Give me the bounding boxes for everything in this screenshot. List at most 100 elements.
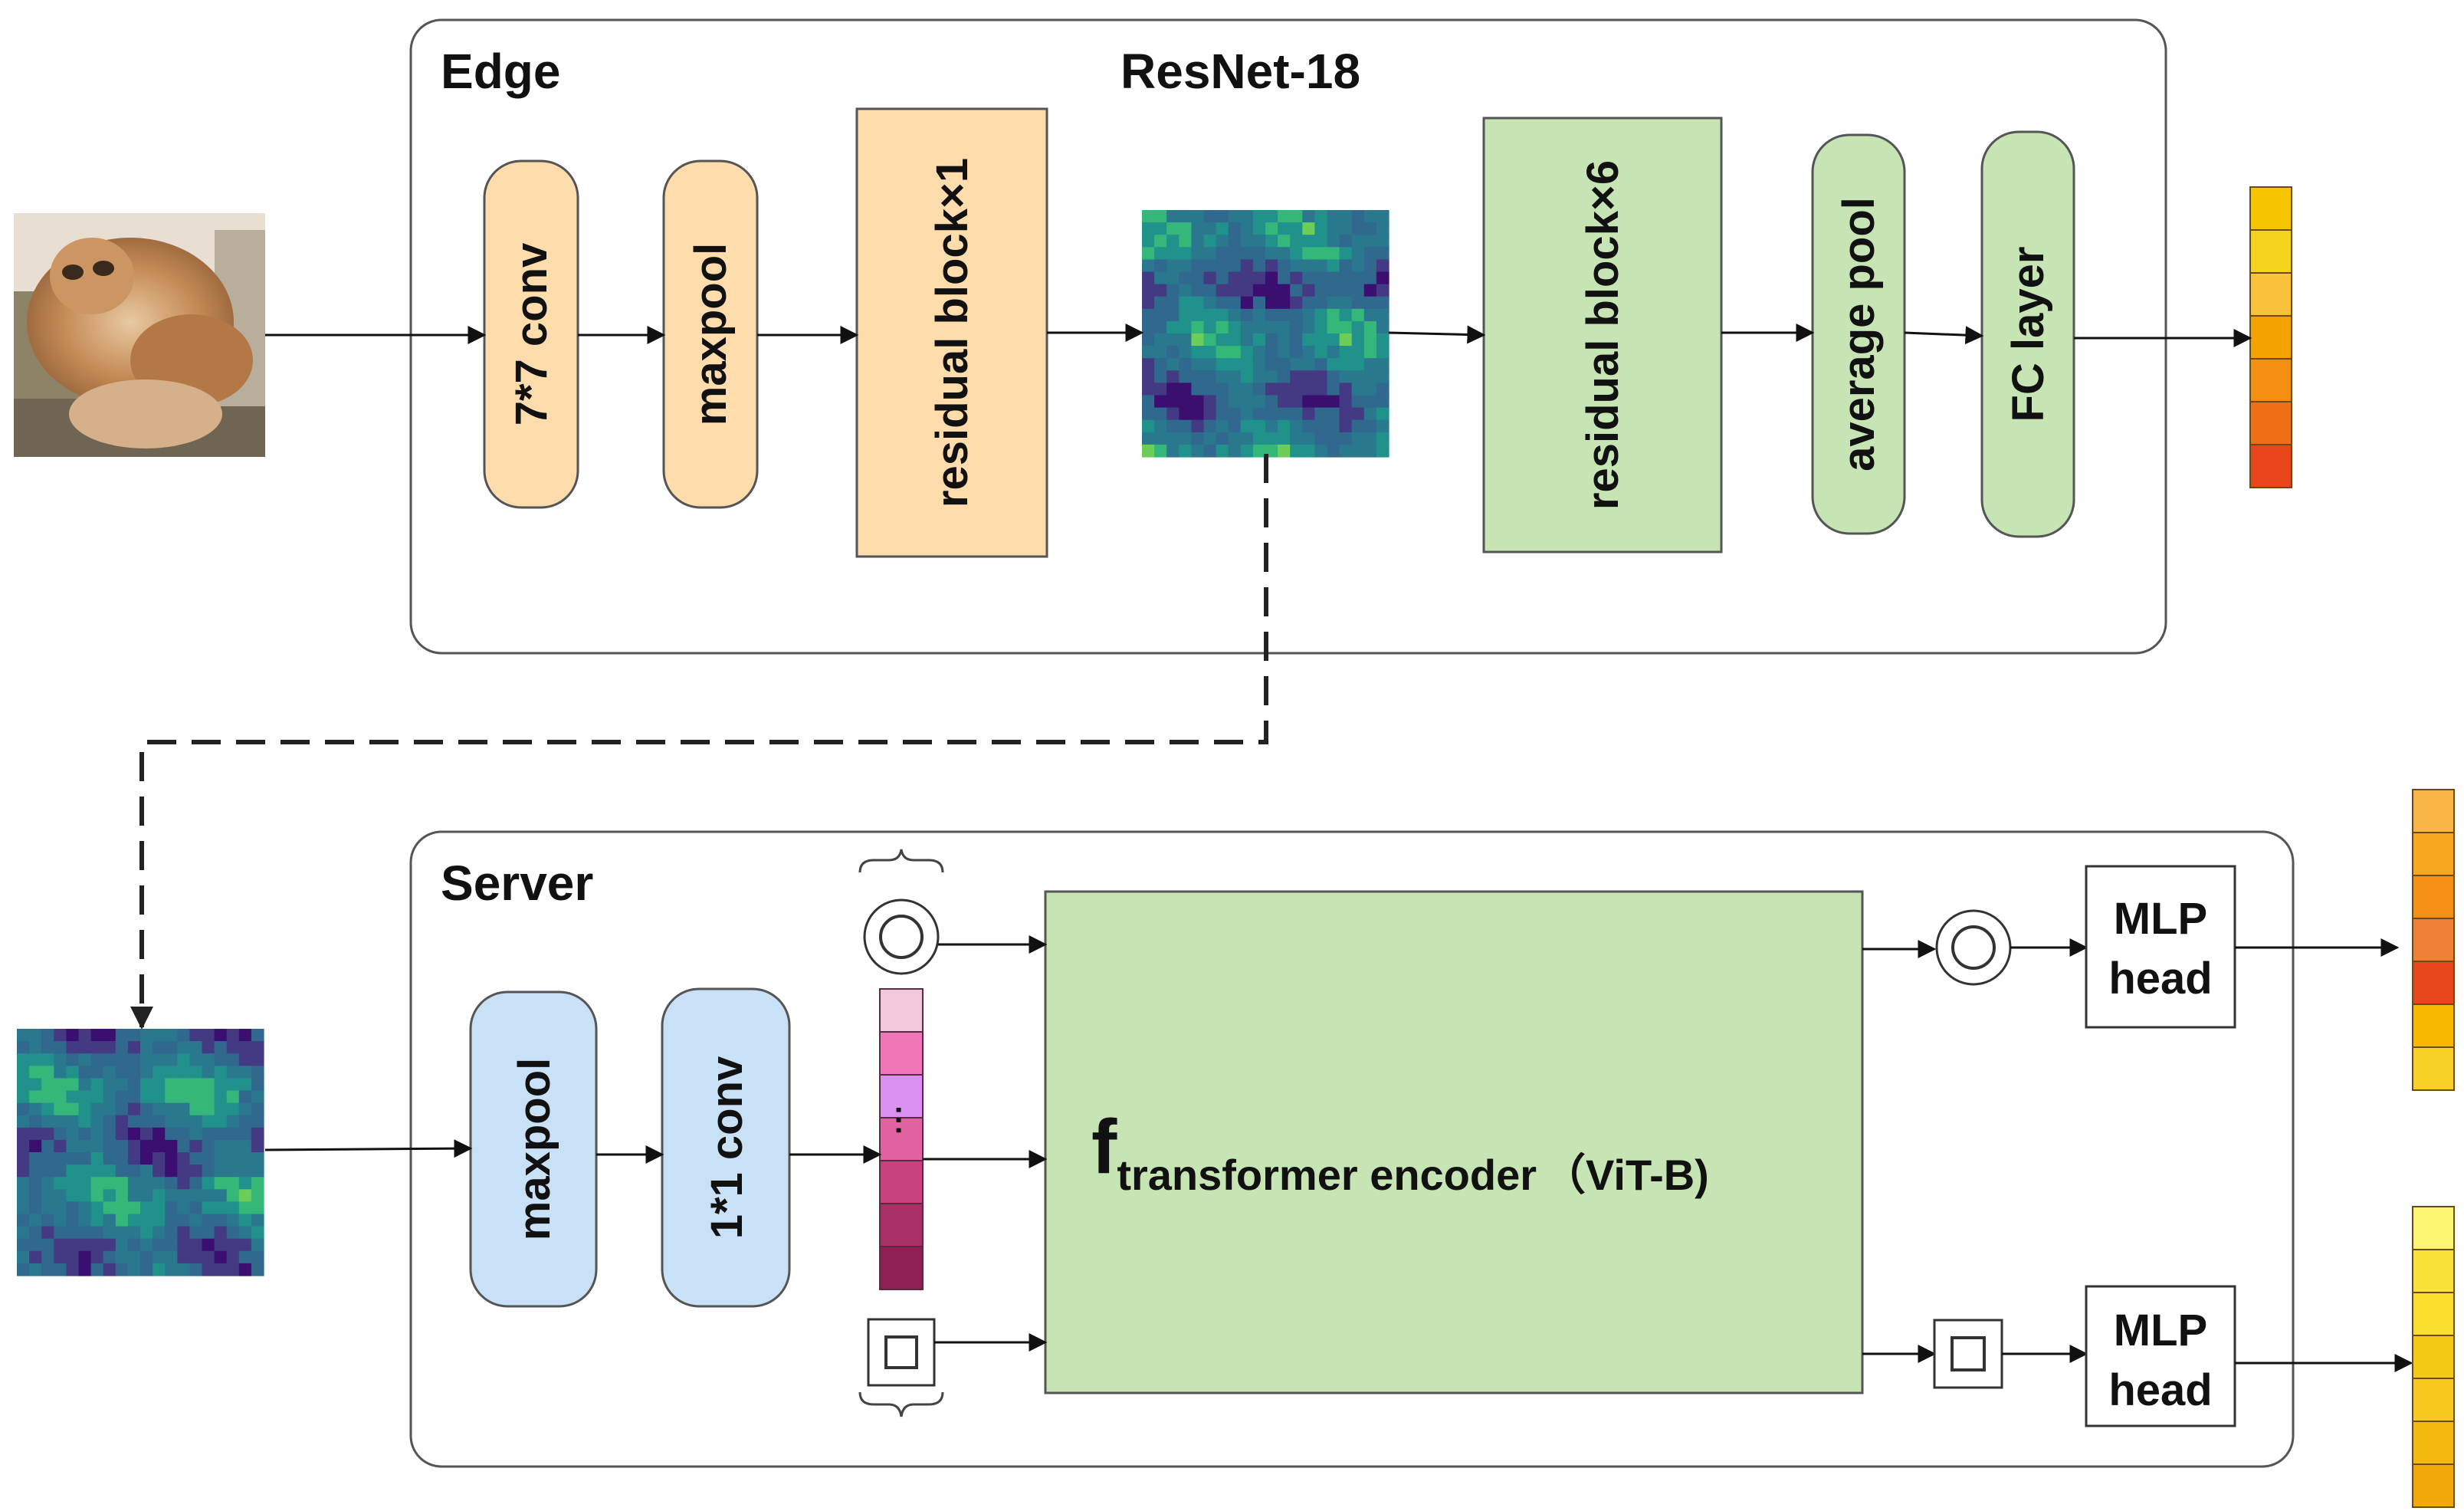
server-feature-map-pixel (41, 1041, 54, 1054)
double-circle-icon (863, 898, 940, 975)
server-bottom-output-cell (2412, 1249, 2455, 1293)
edge-feature-map-pixel (1166, 432, 1180, 445)
edge-feature-map-pixel (1314, 407, 1328, 421)
server-feature-map-pixel (214, 1139, 228, 1153)
edge-output-cell (2249, 272, 2292, 317)
server-feature-map-pixel (127, 1238, 141, 1252)
edge-feature-map-pixel (1154, 358, 1167, 371)
server-feature-map-pixel (29, 1053, 42, 1066)
edge-feature-map-pixel (1166, 222, 1180, 235)
mlp-head-bottom-line1: MLP (2114, 1306, 2207, 1355)
server-feature-map-pixel (165, 1250, 178, 1264)
edge-feature-map-pixel (1252, 320, 1266, 334)
edge-output-cell (2249, 444, 2292, 488)
encoder-symbol: f (1091, 1104, 1117, 1190)
edge-feature-map-pixel (1376, 444, 1389, 458)
edge-feature-map-pixel (1376, 419, 1389, 433)
server-bottom-output-cell (2412, 1292, 2455, 1336)
edge-feature-map-pixel (1265, 320, 1278, 334)
server-feature-map-pixel (153, 1115, 166, 1128)
encoder-subscript: transformer encoder (1117, 1151, 1537, 1199)
edge-feature-map-pixel (1290, 370, 1303, 383)
server-feature-map-pixel (29, 1066, 42, 1079)
server-feature-map-pixel (251, 1164, 264, 1178)
server-feature-map-pixel (140, 1066, 153, 1079)
edge-feature-map-pixel (1203, 222, 1217, 235)
server-bottom-output-cell (2412, 1206, 2455, 1250)
arrow-fmap-to-maxpool (264, 1139, 473, 1158)
server-feature-map-pixel (78, 1263, 92, 1276)
server-feature-map-pixel (165, 1066, 178, 1079)
edge-feature-map-pixel (1339, 358, 1353, 371)
server-feature-map-pixel (103, 1238, 116, 1252)
server-feature-map-pixel (115, 1238, 129, 1252)
edge-feature-map-pixel (1302, 259, 1315, 273)
edge-feature-map-pixel (1203, 235, 1217, 248)
server-feature-map-pixel (202, 1139, 215, 1153)
edge-feature-map-pixel (1290, 444, 1303, 458)
server-feature-map-pixel (90, 1201, 104, 1215)
server-feature-map-pixel (214, 1164, 228, 1178)
edge-feature-map-pixel (1240, 444, 1254, 458)
edge-feature-map-pixel (1327, 210, 1340, 223)
edge-feature-map-pixel (1376, 235, 1389, 248)
server-feature-map-pixel (29, 1214, 42, 1227)
server-feature-map-pixel (189, 1078, 203, 1092)
patch-token (879, 1117, 924, 1161)
server-feature-map-pixel (202, 1102, 215, 1116)
edge-feature-map-pixel (1363, 419, 1377, 433)
server-feature-map-pixel (251, 1029, 264, 1042)
edge-feature-map-pixel (1327, 333, 1340, 347)
edge-feature-map-pixel (1154, 308, 1167, 322)
server-feature-map-pixel (226, 1115, 240, 1128)
edge-feature-map-pixel (1240, 247, 1254, 260)
edge-feature-map-pixel (1278, 383, 1291, 396)
server-feature-map-pixel (202, 1238, 215, 1252)
edge-feature-map-pixel (1142, 222, 1155, 235)
edge-feature-map-pixel (1265, 247, 1278, 260)
server-feature-map-pixel (29, 1226, 42, 1240)
edge-feature-map-pixel (1290, 296, 1303, 310)
edge-feature-map-pixel (1363, 271, 1377, 285)
edge-feature-map-pixel (1154, 296, 1167, 310)
edge-feature-map-pixel (1252, 383, 1266, 396)
server-feature-map-pixel (214, 1152, 228, 1165)
edge-feature-map-pixel (1216, 247, 1229, 260)
edge-feature-map-pixel (1339, 222, 1353, 235)
edge-feature-map-pixel (1203, 395, 1217, 409)
server-feature-map-pixel (66, 1139, 80, 1153)
edge-feature-map-pixel (1154, 247, 1167, 260)
edge-feature-map-pixel (1278, 247, 1291, 260)
server-feature-map-pixel (226, 1029, 240, 1042)
server-feature-map-pixel (165, 1053, 178, 1066)
server-feature-map-pixel (103, 1066, 116, 1079)
server-feature-map-pixel (66, 1102, 80, 1116)
edge-feature-map-pixel (1216, 395, 1229, 409)
server-top-output-cell (2412, 875, 2455, 919)
server-feature-map-pixel (214, 1177, 228, 1190)
edge-feature-map-pixel (1252, 358, 1266, 371)
server-feature-map-pixel (66, 1041, 80, 1054)
edge-feature-map-pixel (1216, 259, 1229, 273)
server-feature-map-pixel (41, 1177, 54, 1190)
server-feature-map-pixel (115, 1127, 129, 1141)
edge-feature-map-pixel (1363, 247, 1377, 260)
edge-feature-map-pixel (1376, 346, 1389, 359)
server-feature-map-pixel (29, 1238, 42, 1252)
edge-feature-map-pixel (1314, 432, 1328, 445)
server-feature-map-pixel (189, 1041, 203, 1054)
server-feature-map-pixel (189, 1201, 203, 1215)
server-feature-map-pixel (177, 1139, 190, 1153)
server-feature-map-pixel (226, 1066, 240, 1079)
server-feature-map-pixel (202, 1078, 215, 1092)
server-feature-map-pixel (115, 1201, 129, 1215)
server-feature-map-pixel (165, 1090, 178, 1104)
edge-feature-map-pixel (1339, 284, 1353, 297)
edge-feature-map-pixel (1240, 259, 1254, 273)
edge-feature-map-pixel (1327, 432, 1340, 445)
edge-feature-map-pixel (1265, 284, 1278, 297)
server-feature-map-pixel (214, 1053, 228, 1066)
edge-feature-map-pixel (1228, 259, 1242, 273)
edge-feature-map-pixel (1166, 320, 1180, 334)
server-feature-map-pixel (202, 1250, 215, 1264)
